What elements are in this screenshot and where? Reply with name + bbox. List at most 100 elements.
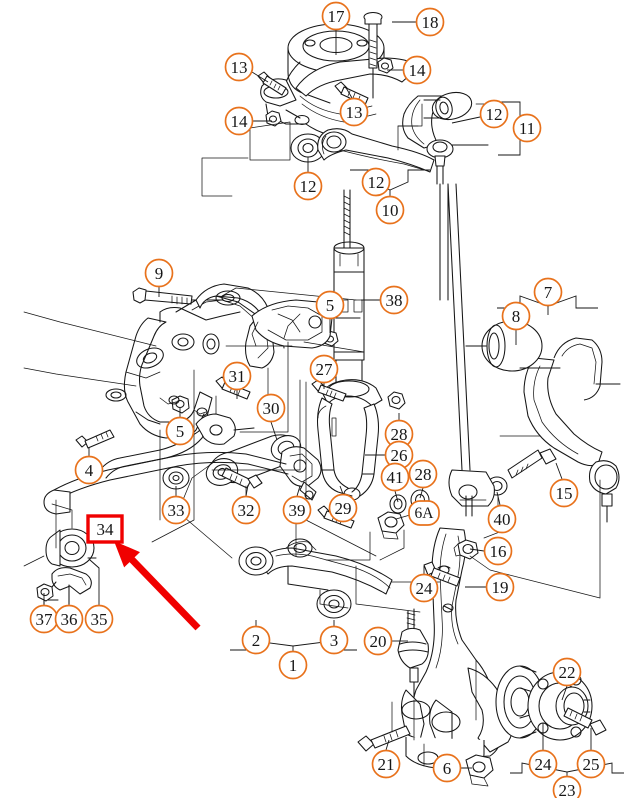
callout-15[interactable]: 15 xyxy=(549,478,579,508)
callout-8[interactable]: 8 xyxy=(501,301,531,331)
callout-16[interactable]: 16 xyxy=(483,536,513,566)
callout-label: 12 xyxy=(300,177,317,196)
callout-29[interactable]: 29 xyxy=(328,493,358,523)
callout-6a[interactable]: 6A xyxy=(408,500,440,526)
callout-35[interactable]: 35 xyxy=(84,604,114,634)
callout-21[interactable]: 21 xyxy=(371,749,401,779)
callout-shape xyxy=(328,493,358,523)
callout-24[interactable]: 24 xyxy=(528,749,558,779)
callout-31[interactable]: 31 xyxy=(222,361,252,391)
callout-label: 6A xyxy=(415,505,435,522)
callout-32[interactable]: 32 xyxy=(231,495,261,525)
highlight-label: 34 xyxy=(97,520,115,539)
callout-label: 4 xyxy=(85,461,94,480)
callout-40[interactable]: 40 xyxy=(487,504,517,534)
callout-27[interactable]: 27 xyxy=(309,354,339,384)
callout-17[interactable]: 17 xyxy=(321,1,351,31)
part-bolt-21 xyxy=(357,725,411,752)
callout-shape xyxy=(144,258,174,288)
part-bolt-27 xyxy=(311,379,347,402)
callout-24[interactable]: 24 xyxy=(409,573,439,603)
leader-line-13 xyxy=(251,71,269,83)
callout-shape xyxy=(256,393,286,423)
part-bolt-13a xyxy=(257,71,287,96)
callout-12[interactable]: 12 xyxy=(479,99,509,129)
callout-shape xyxy=(222,361,252,391)
callout-37[interactable]: 37 xyxy=(29,604,59,634)
callout-20[interactable]: 20 xyxy=(363,626,393,656)
leader-line-13 xyxy=(344,85,353,99)
callout-38[interactable]: 38 xyxy=(379,285,409,315)
callout-shape xyxy=(501,301,531,331)
callout-label: 26 xyxy=(391,446,408,465)
callout-39[interactable]: 39 xyxy=(282,495,312,525)
callout-label: 31 xyxy=(229,367,246,386)
callout-shape xyxy=(379,285,409,315)
callout-26[interactable]: 26 xyxy=(384,440,414,470)
leader-line-39 xyxy=(296,485,301,497)
callout-5[interactable]: 5 xyxy=(315,290,345,320)
callout-label: 10 xyxy=(382,201,399,220)
callout-label: 18 xyxy=(422,13,439,32)
part-washer-41 xyxy=(389,494,407,514)
callout-label: 35 xyxy=(91,610,108,629)
part-upper-arm-right xyxy=(402,91,489,301)
callout-13[interactable]: 13 xyxy=(224,52,254,82)
callout-label: 9 xyxy=(155,264,164,283)
callout-label: 1 xyxy=(289,656,298,675)
leader-line-22 xyxy=(561,685,568,701)
part-lower-control-arm-1 xyxy=(238,538,393,619)
callout-36[interactable]: 36 xyxy=(54,604,84,634)
callout-shape xyxy=(282,495,312,525)
callout-30[interactable]: 30 xyxy=(256,393,286,423)
callout-25[interactable]: 25 xyxy=(576,749,606,779)
callout-13[interactable]: 13 xyxy=(339,97,369,127)
callout-12[interactable]: 12 xyxy=(293,171,323,201)
callout-19[interactable]: 19 xyxy=(485,572,515,602)
callout-label: 5 xyxy=(176,422,185,441)
callout-shape xyxy=(361,167,391,197)
callout-5[interactable]: 5 xyxy=(165,416,195,446)
callout-10[interactable]: 10 xyxy=(375,195,405,225)
callout-33[interactable]: 33 xyxy=(161,495,191,525)
callout-11[interactable]: 11 xyxy=(512,113,542,143)
callout-6[interactable]: 6 xyxy=(432,753,462,783)
callout-2[interactable]: 2 xyxy=(241,625,271,655)
callout-label: 8 xyxy=(512,307,521,326)
highlight-marker[interactable]: 34 xyxy=(86,514,124,544)
callout-shape xyxy=(533,277,563,307)
callout-label: 2 xyxy=(252,631,261,650)
illustration-geometry xyxy=(23,11,621,787)
callout-14[interactable]: 14 xyxy=(402,55,432,85)
callout-9[interactable]: 9 xyxy=(144,258,174,288)
callout-28[interactable]: 28 xyxy=(384,419,414,449)
callout-7[interactable]: 7 xyxy=(533,277,563,307)
callout-label: 14 xyxy=(409,61,427,80)
callout-label: 24 xyxy=(416,579,434,598)
callout-41[interactable]: 41 xyxy=(380,462,410,492)
part-ball-joint-20 xyxy=(397,608,429,701)
callout-shape xyxy=(309,354,339,384)
callout-shape xyxy=(576,749,606,779)
callout-label: 12 xyxy=(486,105,503,124)
callout-22[interactable]: 22 xyxy=(552,657,582,687)
callout-3[interactable]: 3 xyxy=(319,625,349,655)
callout-23[interactable]: 23 xyxy=(552,775,582,798)
callout-1[interactable]: 1 xyxy=(278,650,308,680)
callout-14[interactable]: 14 xyxy=(224,106,254,136)
callout-28[interactable]: 28 xyxy=(408,459,438,489)
callout-18[interactable]: 18 xyxy=(415,7,445,37)
callout-shape xyxy=(231,495,261,525)
part-subframe-right xyxy=(251,299,361,349)
part-bolt-4 xyxy=(75,429,115,449)
callout-12[interactable]: 12 xyxy=(361,167,391,197)
callout-shape xyxy=(528,749,558,779)
part-clamp-36 xyxy=(47,567,92,605)
callout-label: 17 xyxy=(328,7,346,26)
part-shock-turret xyxy=(260,23,421,137)
callout-shape xyxy=(479,99,509,129)
callout-4[interactable]: 4 xyxy=(74,455,104,485)
highlight-box[interactable] xyxy=(86,514,124,544)
